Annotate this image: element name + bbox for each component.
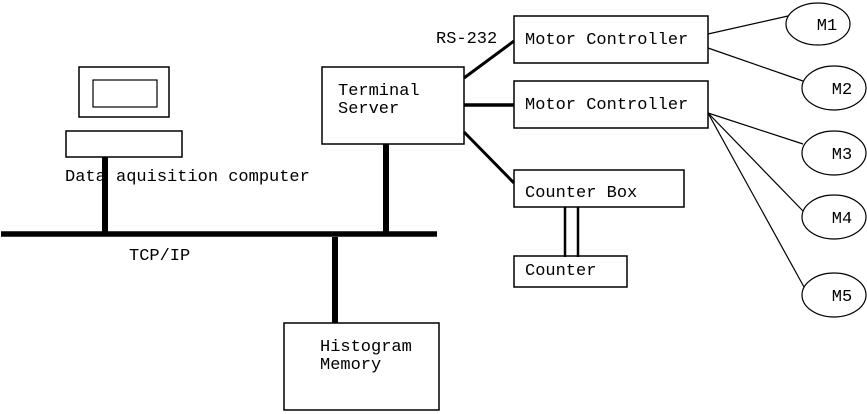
computer-screen-icon xyxy=(92,79,158,108)
motor-m5-node xyxy=(801,272,867,318)
motor-controller-1-label: Motor Controller xyxy=(525,31,688,50)
motor-controller-1-to-m2-line xyxy=(707,47,804,82)
motor-m2-label: M2 xyxy=(832,81,852,100)
terminal-server-label-line2: Server xyxy=(338,100,399,119)
terminal-server-to-counter-box-line xyxy=(462,130,516,185)
histogram-memory-label-line1: Histogram xyxy=(320,338,412,357)
counter-box-node xyxy=(513,169,685,208)
motor-m3-node xyxy=(801,130,867,176)
motor-controller-2-to-m4-line xyxy=(707,112,804,212)
histogram-memory-label-line2: Memory xyxy=(320,356,381,375)
terminal-server-node xyxy=(321,66,465,145)
motor-controller-1-node xyxy=(513,15,709,64)
motor-controller-2-to-m5-line xyxy=(707,112,805,288)
motor-m3-label: M3 xyxy=(832,146,852,165)
motor-m1-node xyxy=(785,2,851,46)
motor-controller-1-to-m1-line xyxy=(707,15,789,35)
histogram-memory-node xyxy=(283,322,440,411)
terminal-server-label-line1: Terminal xyxy=(338,82,420,101)
serial-link-label: RS-232 xyxy=(436,30,497,49)
motor-controller-2-node xyxy=(513,80,709,129)
computer-keyboard-icon xyxy=(65,130,183,158)
motor-controller-2-to-m3-line xyxy=(707,112,804,145)
counter-node xyxy=(513,255,628,288)
motor-m5-label: M5 xyxy=(832,288,852,307)
terminal-server-to-motor-controller-1-line xyxy=(463,39,515,80)
network-label: TCP/IP xyxy=(129,247,190,266)
motor-m1-label: M1 xyxy=(817,17,837,36)
counter-label: Counter xyxy=(525,262,596,281)
motor-m4-node xyxy=(801,194,867,240)
motor-m4-label: M4 xyxy=(832,210,852,229)
counter-box-label: Counter Box xyxy=(525,184,637,203)
motor-m2-node xyxy=(801,65,867,111)
computer-caption-label: Data aquisition computer xyxy=(65,168,310,187)
motor-controller-2-label: Motor Controller xyxy=(525,96,688,115)
